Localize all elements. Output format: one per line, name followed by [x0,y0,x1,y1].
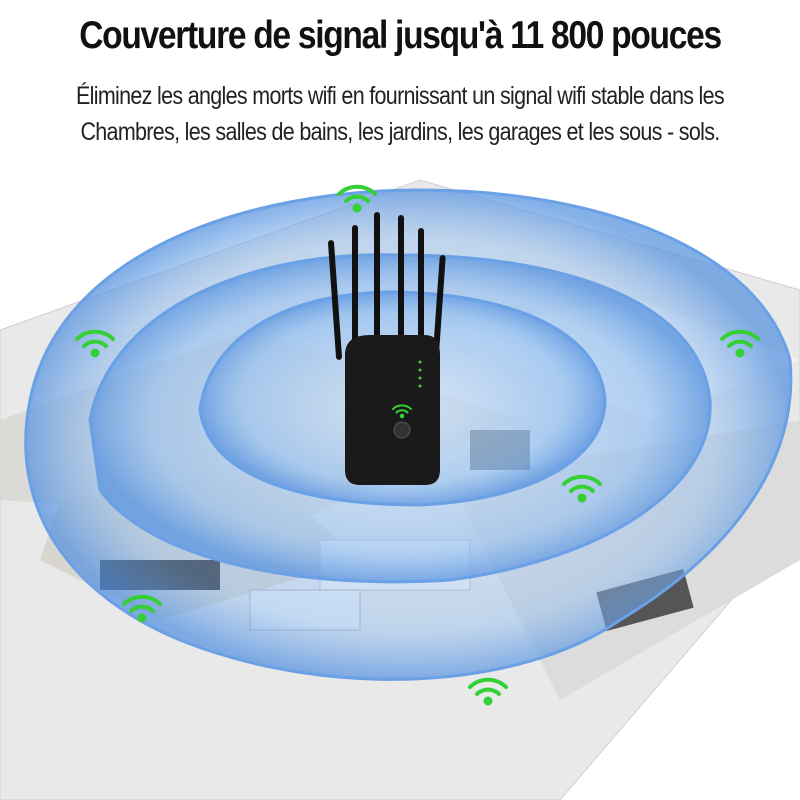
wifi-icon [337,184,377,213]
wifi-icon [720,329,760,358]
floor-plan-illustration [0,179,800,800]
wifi-icon [468,677,508,706]
wifi-icon [122,594,162,623]
headline: Couverture de signal jusqu'à 11 800 pouc… [79,14,722,57]
description-line-1: Éliminez les angles morts wifi en fourni… [75,82,725,110]
wifi-icon [392,404,412,419]
router-icon [328,212,446,485]
wifi-icon [75,329,115,358]
description-line-2: Chambres, les salles de bains, les jardi… [80,118,720,146]
wifi-icon [562,474,602,503]
